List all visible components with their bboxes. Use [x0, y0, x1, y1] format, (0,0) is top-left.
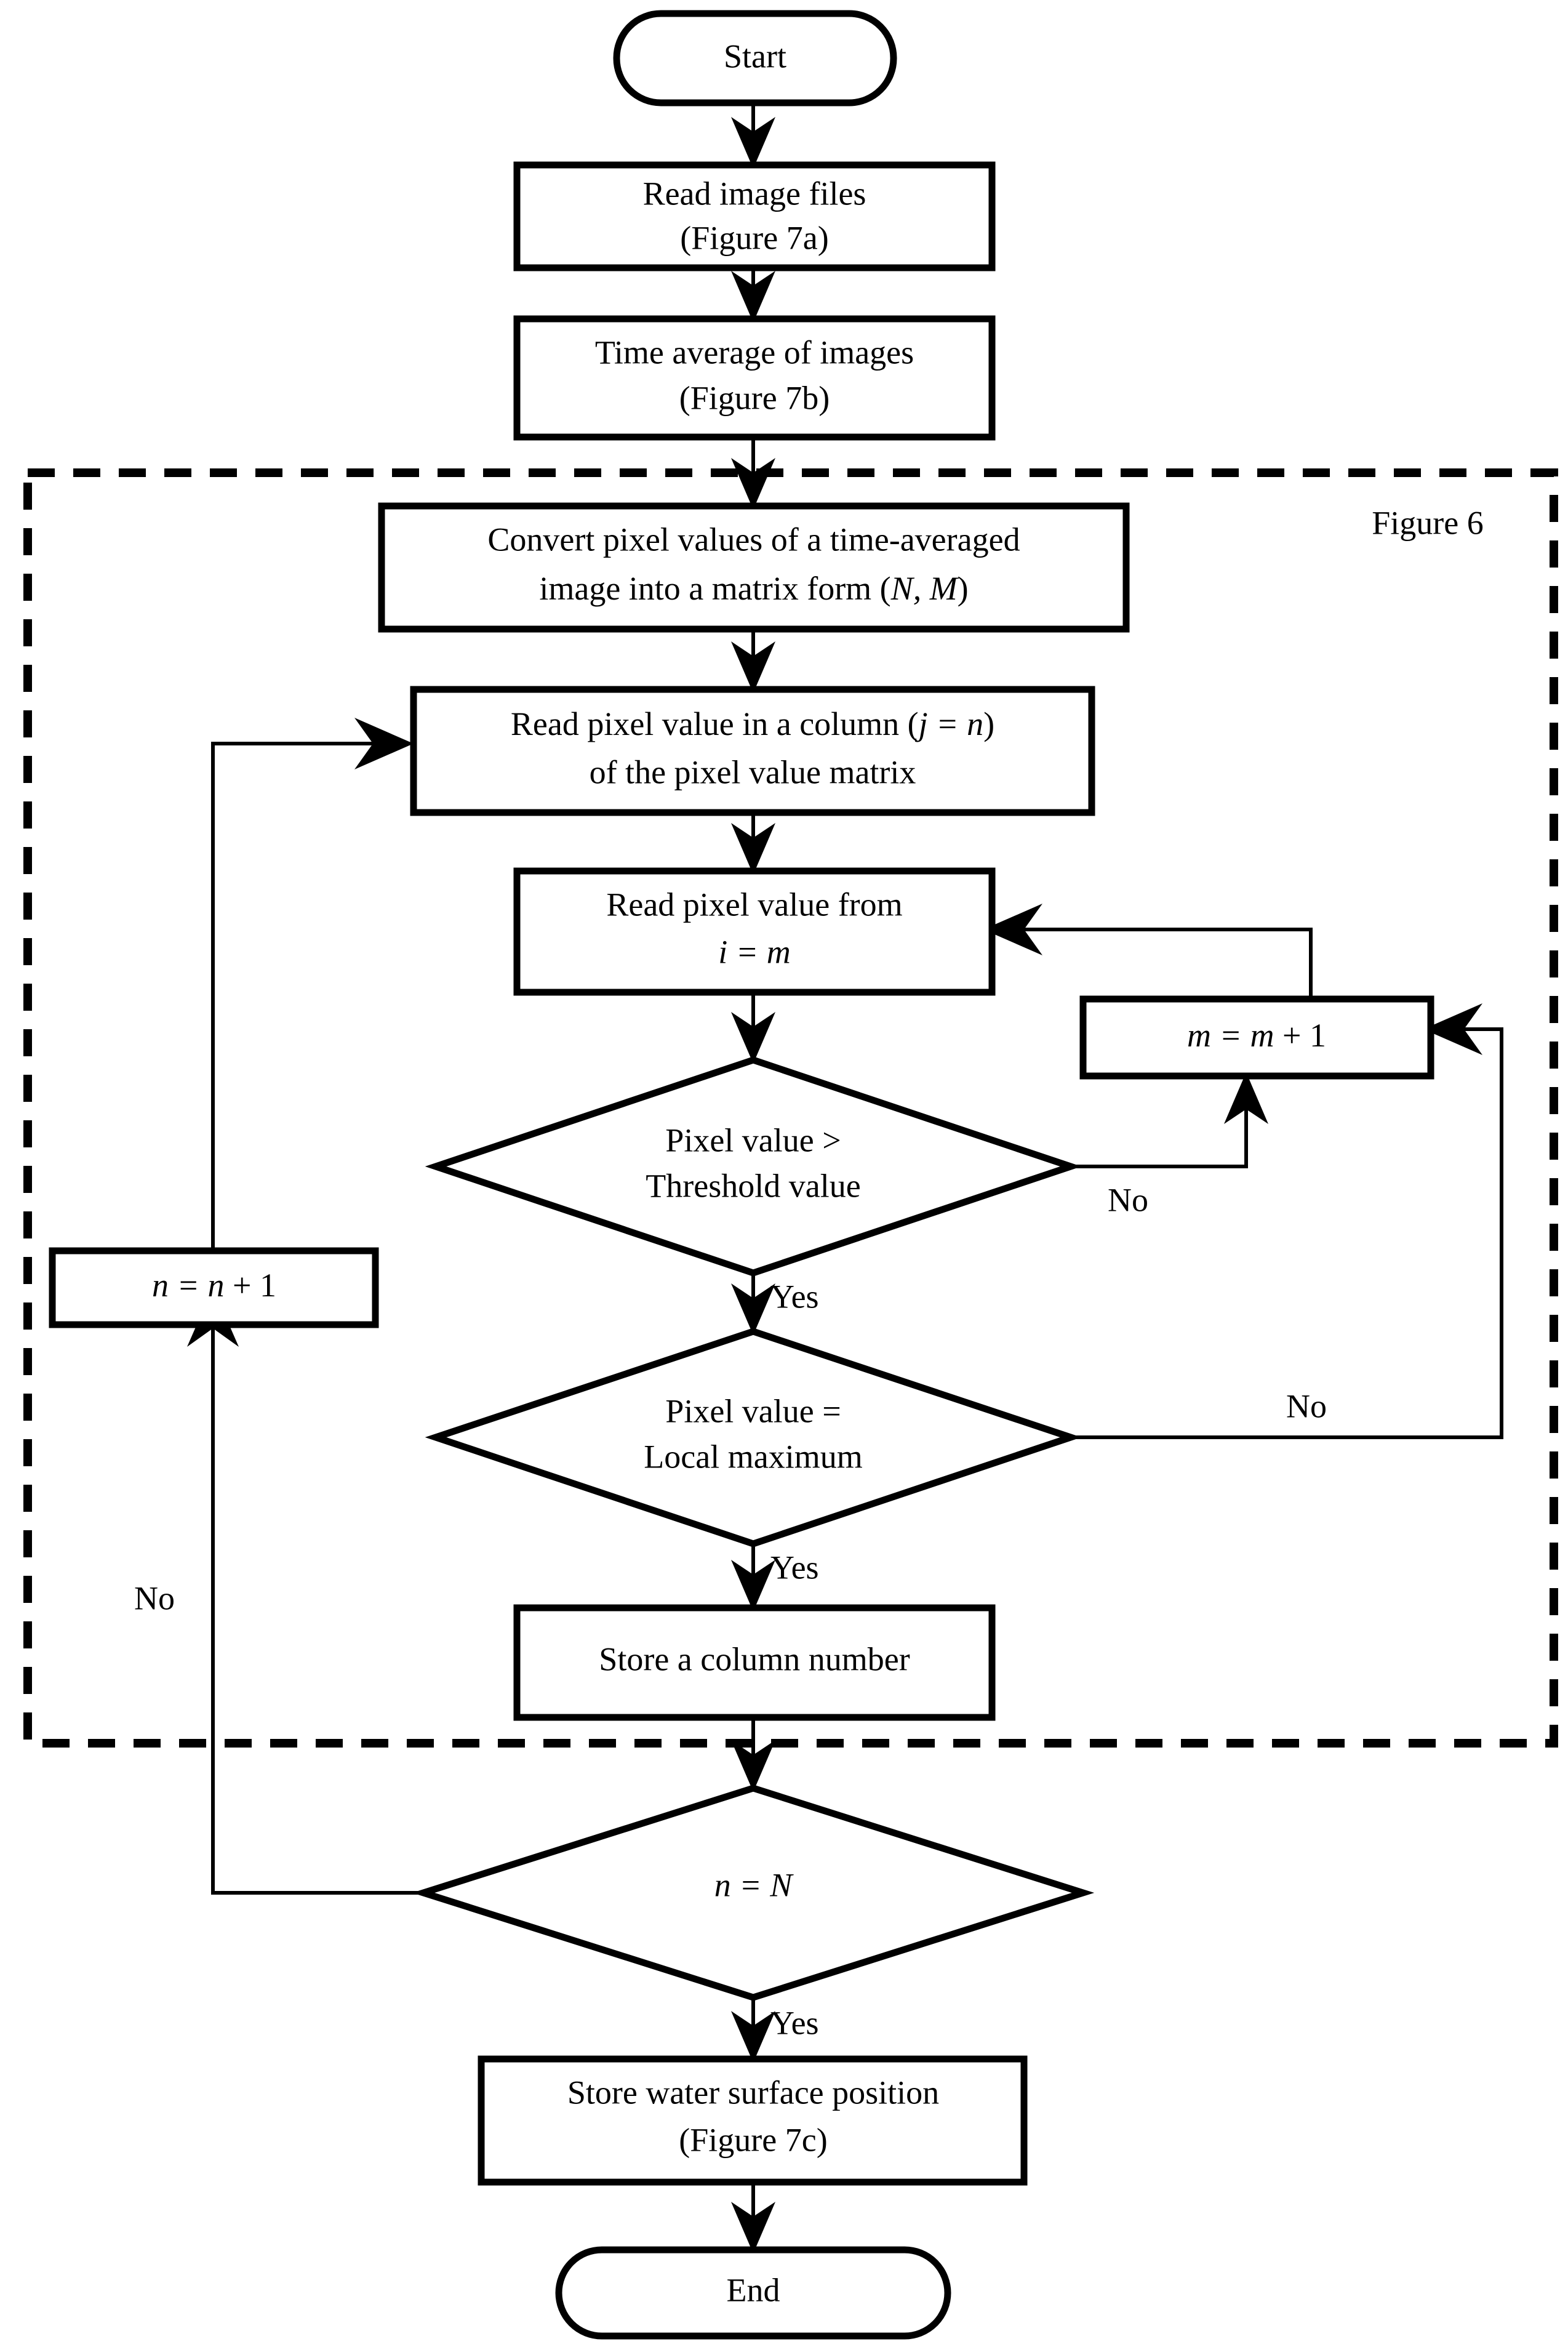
read-column-line1: Read pixel value in a column (j = n) [511, 705, 994, 742]
end-label: End [727, 2271, 780, 2308]
node-start: Start [613, 10, 897, 106]
m-increment-label-italic: m = m [1187, 1017, 1274, 1054]
edge-label-localmax-yes: Yes [770, 1549, 819, 1586]
edge-nN-no-to-n-increment [187, 1288, 441, 1895]
end-terminator-shape [555, 2246, 951, 2340]
edge-label-nN-yes: Yes [770, 2004, 819, 2041]
edge-label-threshold-yes: Yes [770, 1278, 819, 1315]
convert-pixel-line2-b: ) [958, 570, 969, 607]
start-label: Start [724, 38, 786, 74]
read-column-shape [410, 686, 1095, 816]
node-localmax-test: Pixel value = Local maximum [425, 1328, 1082, 1547]
localmax-test-shape [425, 1328, 1082, 1547]
node-time-average: Time average of images (Figure 7b) [513, 315, 996, 441]
node-read-column: Read pixel value in a column (j = n) of … [410, 686, 1095, 816]
edge-m-increment-to-read-row [983, 904, 1313, 999]
n-increment-label-plain: + 1 [224, 1267, 276, 1304]
m-increment-shape [1079, 995, 1434, 1080]
threshold-test-shape [425, 1056, 1082, 1277]
time-average-line2: (Figure 7b) [679, 379, 830, 416]
convert-pixel-line2: image into a matrix form (N, M) [539, 570, 968, 607]
read-column-line1-a: Read pixel value in a column ( [511, 705, 919, 742]
read-image-files-line1: Read image files [643, 175, 866, 212]
threshold-test-line1: Pixel value > [665, 1122, 841, 1158]
node-n-increment: n = n + 1 [49, 1247, 379, 1328]
n-equals-N-label: n = N [714, 1866, 794, 1903]
n-increment-shape [49, 1247, 379, 1328]
edge-n-increment-to-read-column [211, 718, 414, 1251]
time-average-line1: Time average of images [595, 334, 914, 371]
n-equals-N-shape [412, 1784, 1095, 2001]
node-convert-pixel-values: Convert pixel values of a time-averaged … [378, 502, 1130, 633]
read-row-line2: i = m [718, 933, 790, 970]
edge-localmax-no-to-m-increment [1070, 1003, 1503, 1439]
localmax-test-line1: Pixel value = [665, 1392, 841, 1429]
figure6-group-label: Figure 6 [1372, 504, 1484, 541]
node-read-image-files: Read image files (Figure 7a) [513, 161, 996, 271]
read-row-line1: Read pixel value from [606, 886, 902, 923]
convert-pixel-line2-a: image into a matrix form ( [539, 570, 890, 607]
edge-label-threshold-no: No [1108, 1181, 1148, 1218]
n-increment-label-italic: n = n [152, 1267, 224, 1304]
read-row-shape [513, 867, 996, 996]
node-store-surface: Store water surface position (Figure 7c) [478, 2055, 1028, 2186]
read-column-line1-b: ) [983, 705, 994, 742]
m-increment-label: m = m + 1 [1187, 1017, 1326, 1054]
store-surface-line1: Store water surface position [567, 2074, 939, 2111]
read-image-files-shape [513, 161, 996, 271]
node-n-equals-N: n = N [412, 1784, 1095, 2001]
start-terminator-shape [613, 10, 897, 106]
node-m-increment: m = m + 1 [1079, 995, 1434, 1080]
convert-pixel-shape [378, 502, 1130, 633]
edge-label-localmax-no: No [1286, 1387, 1327, 1424]
convert-pixel-line1: Convert pixel values of a time-averaged [487, 521, 1020, 558]
m-increment-label-plain: + 1 [1274, 1017, 1326, 1054]
threshold-test-line2: Threshold value [646, 1167, 860, 1204]
read-image-files-line2: (Figure 7a) [680, 219, 828, 256]
node-read-row: Read pixel value from i = m [513, 867, 996, 996]
node-threshold-test: Pixel value > Threshold value [425, 1056, 1082, 1277]
edge-threshold-no-to-m-increment [1070, 1072, 1268, 1168]
read-column-line2: of the pixel value matrix [590, 753, 916, 790]
read-column-line1-italic: j = n [915, 705, 983, 742]
node-end: End [555, 2246, 951, 2340]
store-surface-shape [478, 2055, 1028, 2186]
n-increment-label: n = n + 1 [152, 1267, 276, 1304]
edge-label-nN-no: No [134, 1579, 175, 1616]
node-store-column: Store a column number [513, 1604, 996, 1721]
figure6-dashed-group [23, 468, 1558, 1748]
convert-pixel-line2-italic: N, M [890, 570, 959, 607]
store-surface-line2: (Figure 7c) [679, 2121, 827, 2158]
store-column-shape [513, 1604, 996, 1721]
localmax-test-line2: Local maximum [644, 1438, 862, 1475]
store-column-label: Store a column number [599, 1640, 910, 1677]
time-average-shape [513, 315, 996, 441]
